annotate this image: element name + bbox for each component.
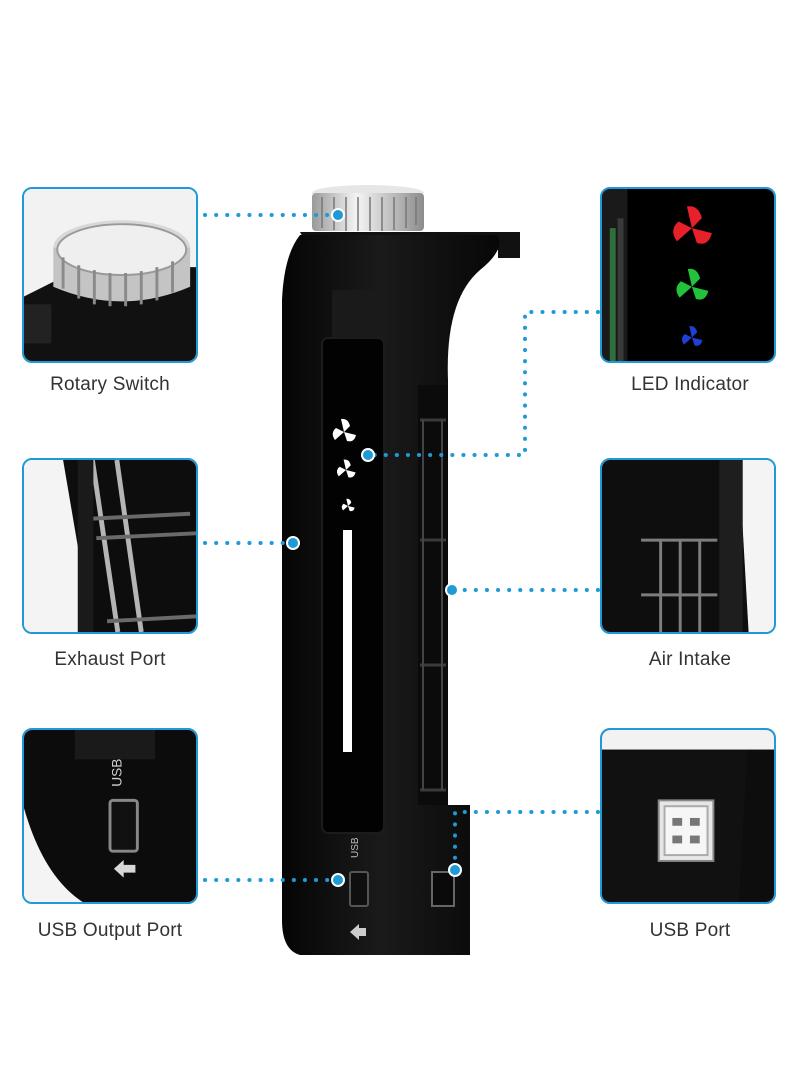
rotary-knob	[312, 193, 424, 231]
usb-plug-icon	[602, 730, 774, 902]
caption-usb-output-port: USB Output Port	[37, 920, 183, 941]
top-inset	[332, 290, 384, 338]
fan-led-icon	[602, 189, 774, 361]
device-arrow-icon	[350, 924, 366, 940]
rotary-knob-icon	[24, 189, 196, 361]
device-usb-plug	[431, 871, 455, 907]
device-usb-output-port	[349, 871, 369, 907]
caption-usb-port: USB Port	[649, 920, 731, 941]
usb-port-icon: USB	[24, 730, 196, 902]
usb-text: USB	[110, 759, 125, 787]
rear-rail	[418, 385, 448, 805]
device-body	[282, 235, 500, 955]
panel-air-intake	[600, 458, 776, 634]
panel-usb-output-port: USB	[22, 728, 198, 904]
white-fan-icon-2	[336, 459, 356, 478]
caption-air-intake: Air Intake	[648, 649, 732, 670]
panel-led-indicator	[600, 187, 776, 363]
white-fan-icon-3	[341, 498, 355, 512]
intake-bars	[422, 420, 443, 790]
knob-ridges	[321, 197, 417, 231]
panel-usb-port	[600, 728, 776, 904]
front-panel	[321, 337, 385, 834]
intake-vent-icon	[602, 460, 774, 632]
caption-rotary-switch: Rotary Switch	[50, 374, 170, 395]
caption-exhaust-port: Exhaust Port	[54, 649, 166, 670]
white-fan-icon-1	[332, 418, 356, 442]
led-light-bar	[343, 530, 352, 752]
panel-rotary-switch	[22, 187, 198, 363]
panel-exhaust-port	[22, 458, 198, 634]
caption-led-indicator: LED Indicator	[631, 374, 749, 395]
exhaust-vent-icon	[24, 460, 196, 632]
device-usb-label: USB	[350, 837, 361, 858]
